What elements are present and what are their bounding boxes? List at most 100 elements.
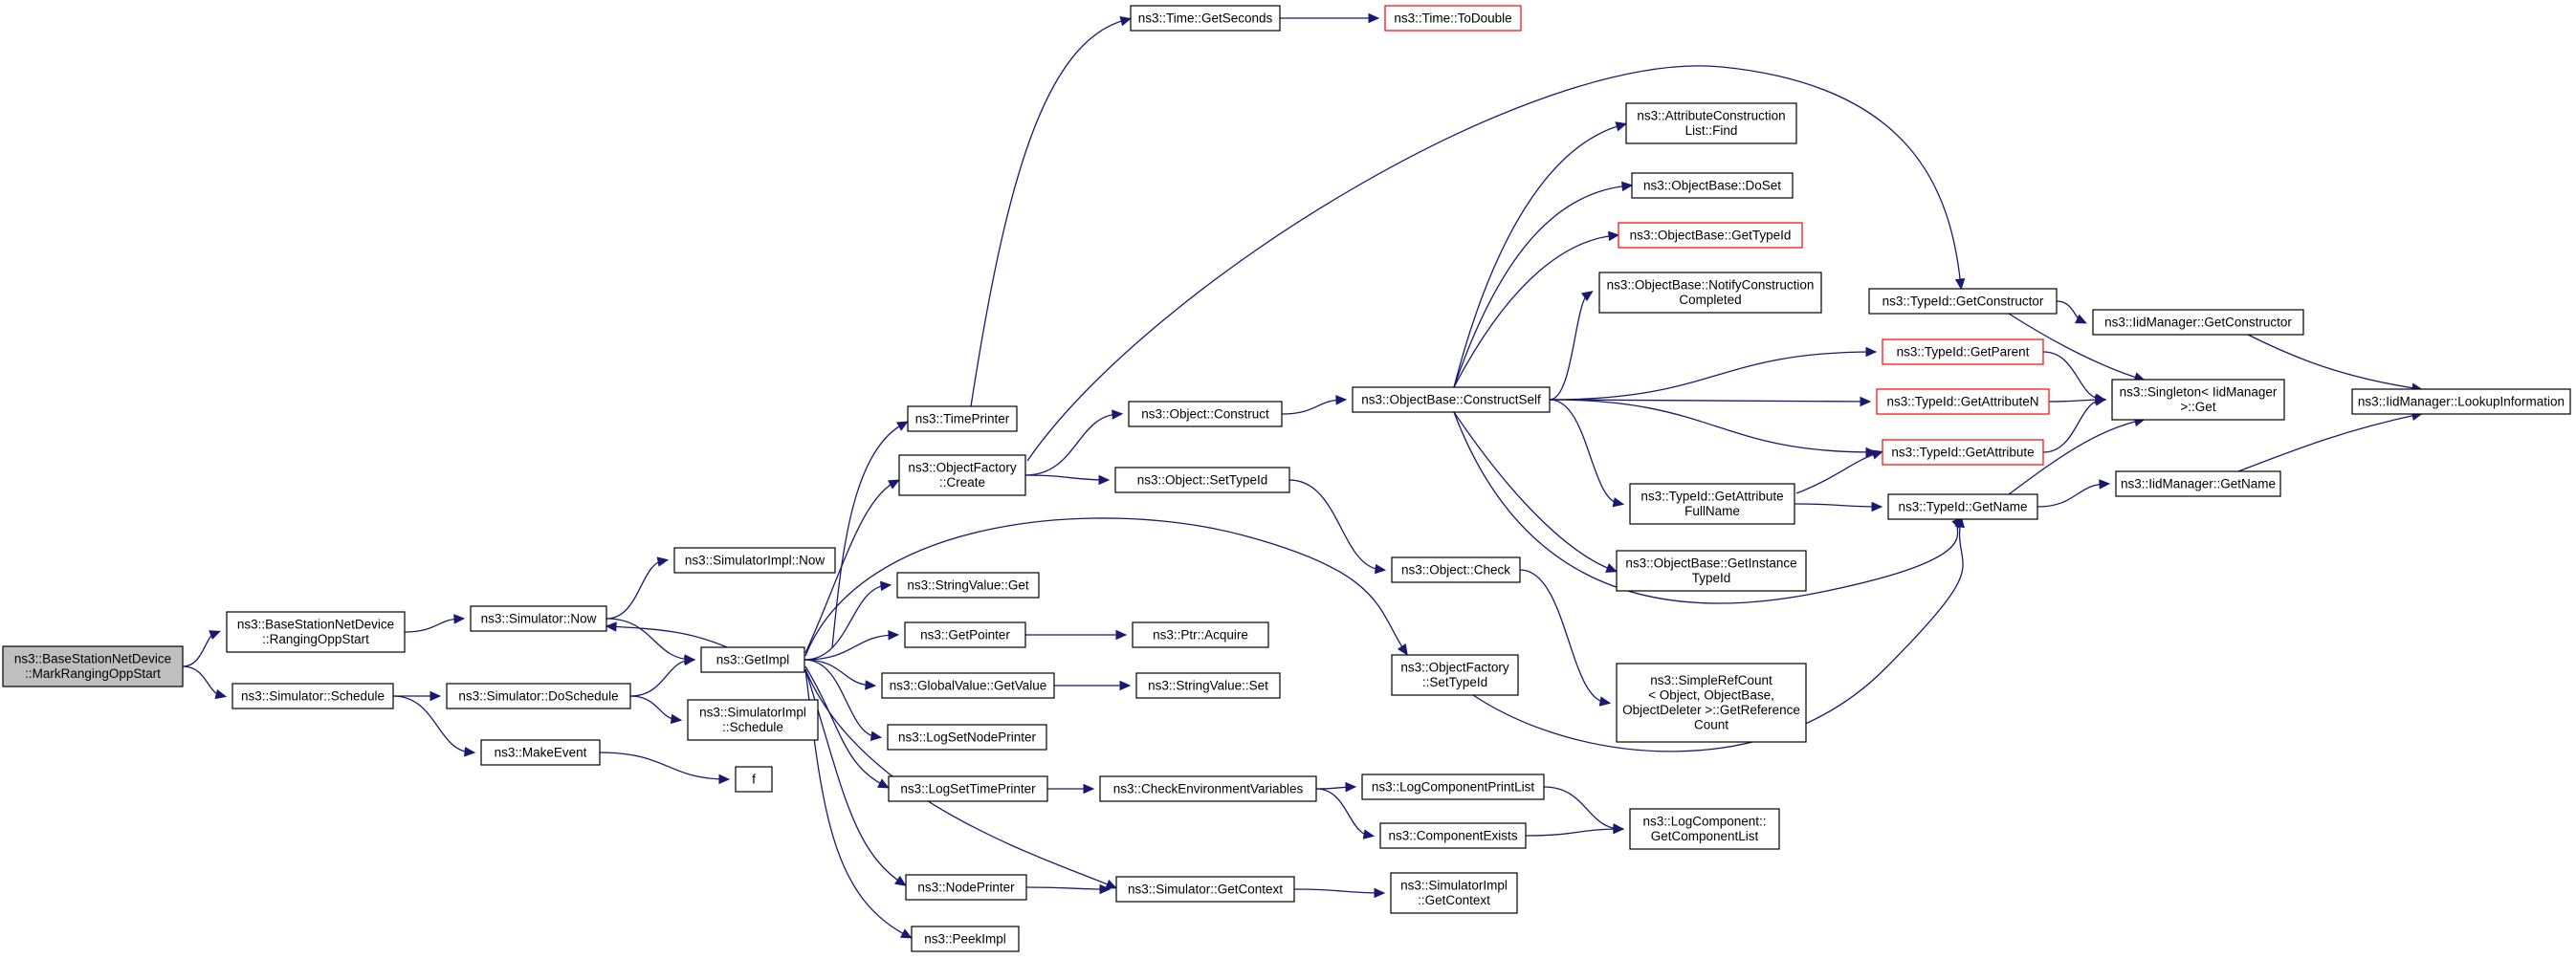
- node-makeevent[interactable]: ns3::MakeEvent: [480, 739, 601, 766]
- node-ptracquire[interactable]: ns3::Ptr::Acquire: [1132, 621, 1269, 648]
- node-simplerefcount[interactable]: ns3::SimpleRefCount< Object, ObjectBase,…: [1616, 663, 1807, 743]
- node-logsetnode[interactable]: ns3::LogSetNodePrinter: [887, 724, 1047, 751]
- node-simimplnow[interactable]: ns3::SimulatorImpl::Now: [673, 547, 836, 574]
- node-label: Count: [1694, 718, 1728, 732]
- node-getimpl[interactable]: ns3::GetImpl: [700, 646, 805, 673]
- node-label: ns3::BaseStationNetDevice: [237, 618, 394, 632]
- node-label: ns3::IidManager::GetName: [2121, 476, 2276, 490]
- node-label: ns3::Simulator::Now: [481, 611, 597, 625]
- node-constructself[interactable]: ns3::ObjectBase::ConstructSelf: [1352, 386, 1551, 413]
- node-simimplschedule[interactable]: ns3::SimulatorImpl::Schedule: [687, 699, 819, 741]
- edge-arrowhead: [718, 774, 731, 785]
- node-label: ns3::GlobalValue::GetValue: [890, 678, 1047, 692]
- node-notifyconstruction[interactable]: ns3::ObjectBase::NotifyConstructionCompl…: [1598, 272, 1822, 314]
- node-label: ns3::Simulator::Schedule: [241, 688, 385, 703]
- edge-doschedule-to-simimplschedule: [629, 695, 683, 725]
- node-simgetcontext[interactable]: ns3::Simulator::GetContext: [1115, 876, 1295, 903]
- node-box: [1135, 672, 1281, 699]
- edge-constructself-to-objbasegettypeid: [1453, 230, 1620, 388]
- node-rangingopp[interactable]: ns3::BaseStationNetDevice::RangingOppSta…: [226, 611, 406, 653]
- node-f[interactable]: f: [735, 766, 773, 793]
- node-simimplgetcontext[interactable]: ns3::SimulatorImpl::GetContext: [1390, 872, 1518, 914]
- node-stringvalueset[interactable]: ns3::StringValue::Set: [1135, 672, 1281, 699]
- edge-arrowhead: [1621, 181, 1634, 192]
- edge-arrowhead: [1871, 501, 1883, 512]
- node-checkenv[interactable]: ns3::CheckEnvironmentVariables: [1099, 775, 1317, 802]
- node-componentexists[interactable]: ns3::ComponentExists: [1379, 822, 1527, 849]
- node-label: ObjectDeleter >::GetReference: [1622, 703, 1800, 717]
- node-label: ns3::ObjectFactory: [1400, 661, 1509, 675]
- edge-getimpl-to-logsettime: [804, 665, 890, 789]
- node-objsettypeid[interactable]: ns3::Object::SetTypeId: [1114, 467, 1290, 493]
- edge-getimpl-to-objfactorycreate: [804, 479, 900, 654]
- edge-objfactorycreate-to-objsettypeid: [1024, 474, 1111, 486]
- node-typeidgetconstructor[interactable]: ns3::TypeId::GetConstructor: [1868, 288, 2058, 315]
- node-box: [1128, 401, 1283, 427]
- node-schedule[interactable]: ns3::Simulator::Schedule: [231, 683, 394, 709]
- node-objfactorycreate[interactable]: ns3::ObjectFactory::Create: [898, 454, 1026, 496]
- node-iidmgrlookup[interactable]: ns3::IidManager::LookupInformation: [2351, 388, 2571, 415]
- node-getcomponentlist[interactable]: ns3::LogComponent::GetComponentList: [1629, 808, 1780, 850]
- edge-arrowhead: [656, 556, 670, 567]
- node-getpointer[interactable]: ns3::GetPointer: [904, 621, 1026, 648]
- call-graph-nodes: ns3::BaseStationNetDevice::MarkRangingOp…: [2, 5, 2571, 952]
- node-objbasedoset[interactable]: ns3::ObjectBase::DoSet: [1631, 172, 1794, 199]
- edge-arrowhead: [670, 713, 683, 725]
- edge-arrowhead: [879, 580, 892, 592]
- node-label: ns3::SimulatorImpl: [699, 706, 806, 720]
- edge-arrowhead: [1368, 12, 1380, 24]
- node-timetodouble[interactable]: ns3::Time::ToDouble: [1384, 5, 1522, 32]
- node-globalvalueget[interactable]: ns3::GlobalValue::GetValue: [881, 672, 1055, 699]
- node-objbasegettypeid[interactable]: ns3::ObjectBase::GetTypeId: [1618, 222, 1803, 249]
- node-label: ::Create: [939, 475, 985, 490]
- edge-arrowhead: [1598, 696, 1612, 707]
- node-box: [905, 874, 1027, 901]
- node-singletonget[interactable]: ns3::Singleton< IidManager >::Get: [2111, 379, 2285, 421]
- node-objfactorysettypeid[interactable]: ns3::ObjectFactory::SetTypeId: [1391, 654, 1519, 696]
- edge-componentexists-to-getcomponentlist: [1525, 823, 1625, 837]
- edge-getattrfullname-to-typeidgetname: [1794, 501, 1883, 512]
- edge-getimpl-to-stringvalueget: [804, 580, 892, 661]
- edge-objcheck-to-simplerefcount: [1519, 569, 1612, 707]
- edge-makeevent-to-f: [599, 752, 731, 785]
- node-box: [1616, 550, 1807, 592]
- node-peekimpl[interactable]: ns3::PeekImpl: [911, 926, 1020, 952]
- node-objconstruct[interactable]: ns3::Object::Construct: [1128, 401, 1283, 427]
- edge-getpointer-to-ptracquire: [1025, 629, 1128, 641]
- node-typeidgetattr[interactable]: ns3::TypeId::GetAttribute: [1882, 439, 2044, 466]
- node-label: FullName: [1684, 504, 1740, 518]
- node-label: Completed: [1679, 293, 1741, 307]
- node-nodeprinter[interactable]: ns3::NodePrinter: [905, 874, 1027, 901]
- node-box: [1631, 172, 1794, 199]
- node-objcheck[interactable]: ns3::Object::Check: [1391, 556, 1521, 583]
- node-label: ns3::GetPointer: [920, 627, 1010, 642]
- node-root[interactable]: ns3::BaseStationNetDevice::MarkRangingOp…: [2, 645, 184, 687]
- node-box: [2, 645, 184, 687]
- edge-rangingopp-to-now: [404, 614, 466, 633]
- node-timegetseconds[interactable]: ns3::Time::GetSeconds: [1130, 5, 1281, 32]
- node-now[interactable]: ns3::Simulator::Now: [470, 605, 607, 632]
- edge-arrowhead: [1083, 783, 1095, 795]
- node-box: [1625, 102, 1797, 144]
- node-timeprinter[interactable]: ns3::TimePrinter: [907, 405, 1018, 432]
- node-iidmgrgetname[interactable]: ns3::IidManager::GetName: [2115, 470, 2281, 497]
- node-typeidgetname[interactable]: ns3::TypeId::GetName: [1887, 493, 2038, 520]
- edge-getimpl-to-simgetcontext: [804, 668, 1117, 889]
- node-typeidgetparent[interactable]: ns3::TypeId::GetParent: [1882, 338, 2044, 365]
- node-stringvalueget[interactable]: ns3::StringValue::Get: [896, 572, 1040, 599]
- node-label: ns3::TypeId::GetAttribute: [1891, 445, 2034, 459]
- node-iidmgrgetconstructor[interactable]: ns3::IidManager::GetConstructor: [2092, 309, 2304, 336]
- node-box: [1868, 288, 2058, 315]
- node-logcompprintlist[interactable]: ns3::LogComponentPrintList: [1361, 774, 1545, 800]
- node-typeidgetattrn[interactable]: ns3::TypeId::GetAttributeN: [1876, 388, 2050, 415]
- edge-now-to-getimpl: [605, 618, 696, 665]
- node-label: ns3::ObjectFactory: [908, 461, 1017, 475]
- edge-arrowhead: [453, 614, 466, 624]
- edge-arrowhead: [2094, 396, 2107, 406]
- node-logsettime[interactable]: ns3::LogSetTimePrinter: [888, 775, 1048, 802]
- node-doschedule[interactable]: ns3::Simulator::DoSchedule: [446, 683, 631, 709]
- edge-arrowhead: [1615, 121, 1628, 132]
